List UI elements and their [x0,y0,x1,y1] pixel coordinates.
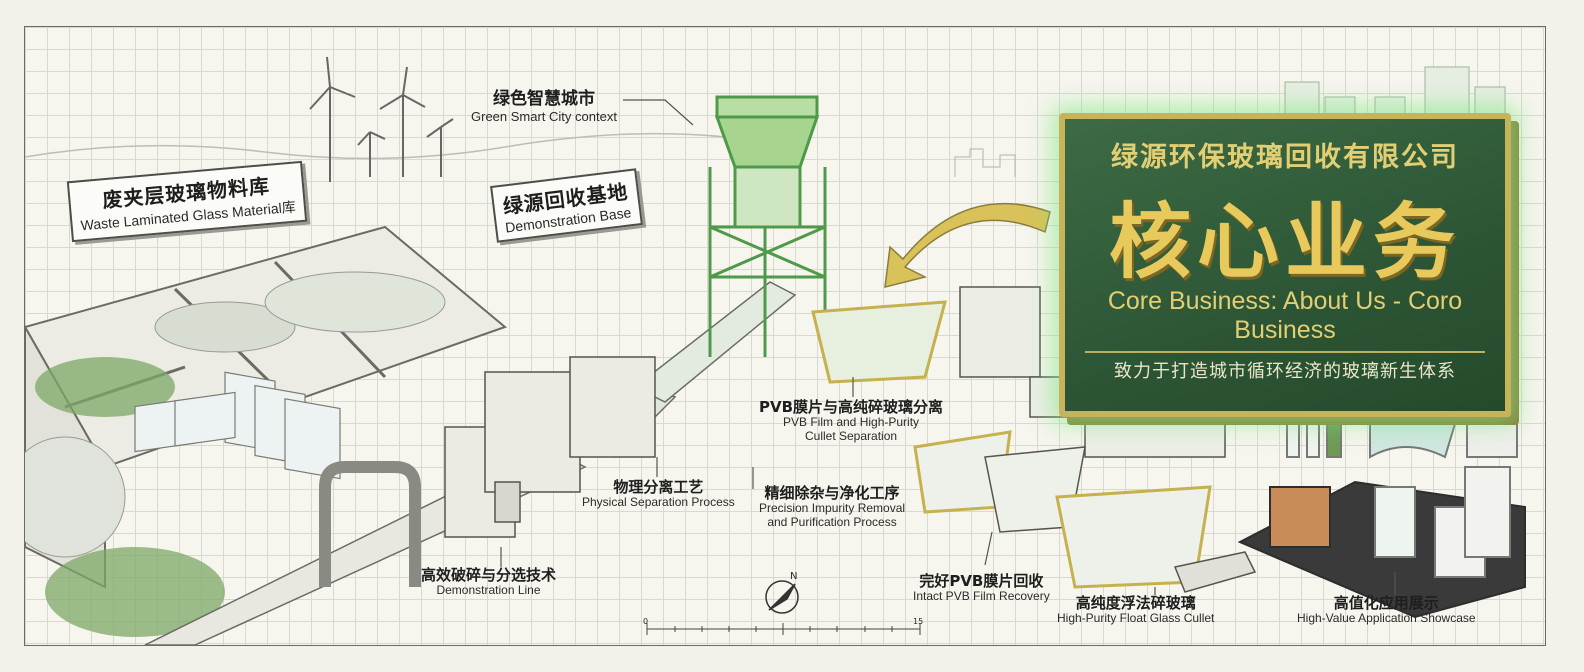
label-pvb-separation-zh: PVB膜片与高纯碎玻璃分离 [759,398,944,416]
company-name: 绿源环保玻璃回收有限公司 [1111,142,1459,173]
label-crushing: 高效破碎与分选技术 Demonstration Line [421,566,557,598]
label-physical-zh: 物理分离工艺 [613,478,704,496]
crusher-machines [444,356,656,538]
compass-north: N [790,571,798,582]
board-headline: 核心业务 [1108,195,1461,290]
hopper-tower [708,95,827,357]
label-cullet-en: High-Purity Float Glass Cullet [1057,611,1215,626]
label-refine-en2: and Purification Process [767,515,897,530]
label-pvb-film-en: Intact PVB Film Recovery [913,589,1050,604]
output-bins [913,430,1257,593]
compass-rose [765,580,799,614]
label-refine-en1: Precision Impurity Removal [759,501,906,516]
scale-start: 0 [643,617,649,626]
label-pvb-separation-en2: Cullet Separation [804,429,898,444]
diagram-frame: 废夹层玻璃物料库 Waste Laminated Glass Material库… [24,26,1546,646]
label-refine: 精细除杂与净化工序 Precision Impurity Removal and… [759,484,906,530]
leader-lines [500,99,1396,595]
scale-bar [646,623,921,635]
label-green-city-en: Green Smart City context [471,108,617,124]
background-hills [25,132,726,160]
showcase-table [1237,381,1526,619]
green-bottle-pile [45,547,225,637]
label-showcase: 高值化应用展示 High-Value Application Showcase [1297,594,1476,626]
label-physical-en: Physical Separation Process [582,495,735,510]
board-divider [1085,351,1485,353]
glass-pile [25,436,126,558]
board-slogan: 致力于打造城市循环经济的玻璃新生体系 [1114,361,1456,382]
label-green-city-zh: 绿色智慧城市 [492,89,595,109]
board-english-title: Core Business: About Us - Coro Business [1107,287,1463,344]
scale-end: 15 [913,617,924,626]
label-pvb-film-zh: 完好PVB膜片回收 [919,572,1044,590]
label-green-city: 绿色智慧城市 Green Smart City context [471,89,617,124]
label-crushing-en: Demonstration Line [436,583,541,598]
label-pvb-separation-en1: PVB Film and High-Purity [783,415,920,430]
direction-arrow [884,202,1051,288]
label-showcase-zh: 高值化应用展示 [1333,594,1439,612]
label-showcase-en: High-Value Application Showcase [1297,611,1476,626]
label-pvb-separation: PVB膜片与高纯碎玻璃分离 PVB Film and High-Purity C… [759,398,944,444]
label-cullet-zh: 高纯度浮法碎玻璃 [1075,594,1196,612]
label-crushing-zh: 高效破碎与分选技术 [421,566,557,584]
label-refine-zh: 精细除杂与净化工序 [764,484,900,502]
wind-turbines [309,56,454,182]
pipe [319,461,421,587]
core-business-board: 绿源环保玻璃回收有限公司 核心业务 Core Business: About U… [1059,113,1511,417]
city-skyline-left [954,148,1016,177]
label-physical: 物理分离工艺 Physical Separation Process [582,478,735,510]
label-pvb-film: 完好PVB膜片回收 Intact PVB Film Recovery [913,572,1050,604]
label-cullet: 高纯度浮法碎玻璃 High-Purity Float Glass Cullet [1057,594,1215,626]
